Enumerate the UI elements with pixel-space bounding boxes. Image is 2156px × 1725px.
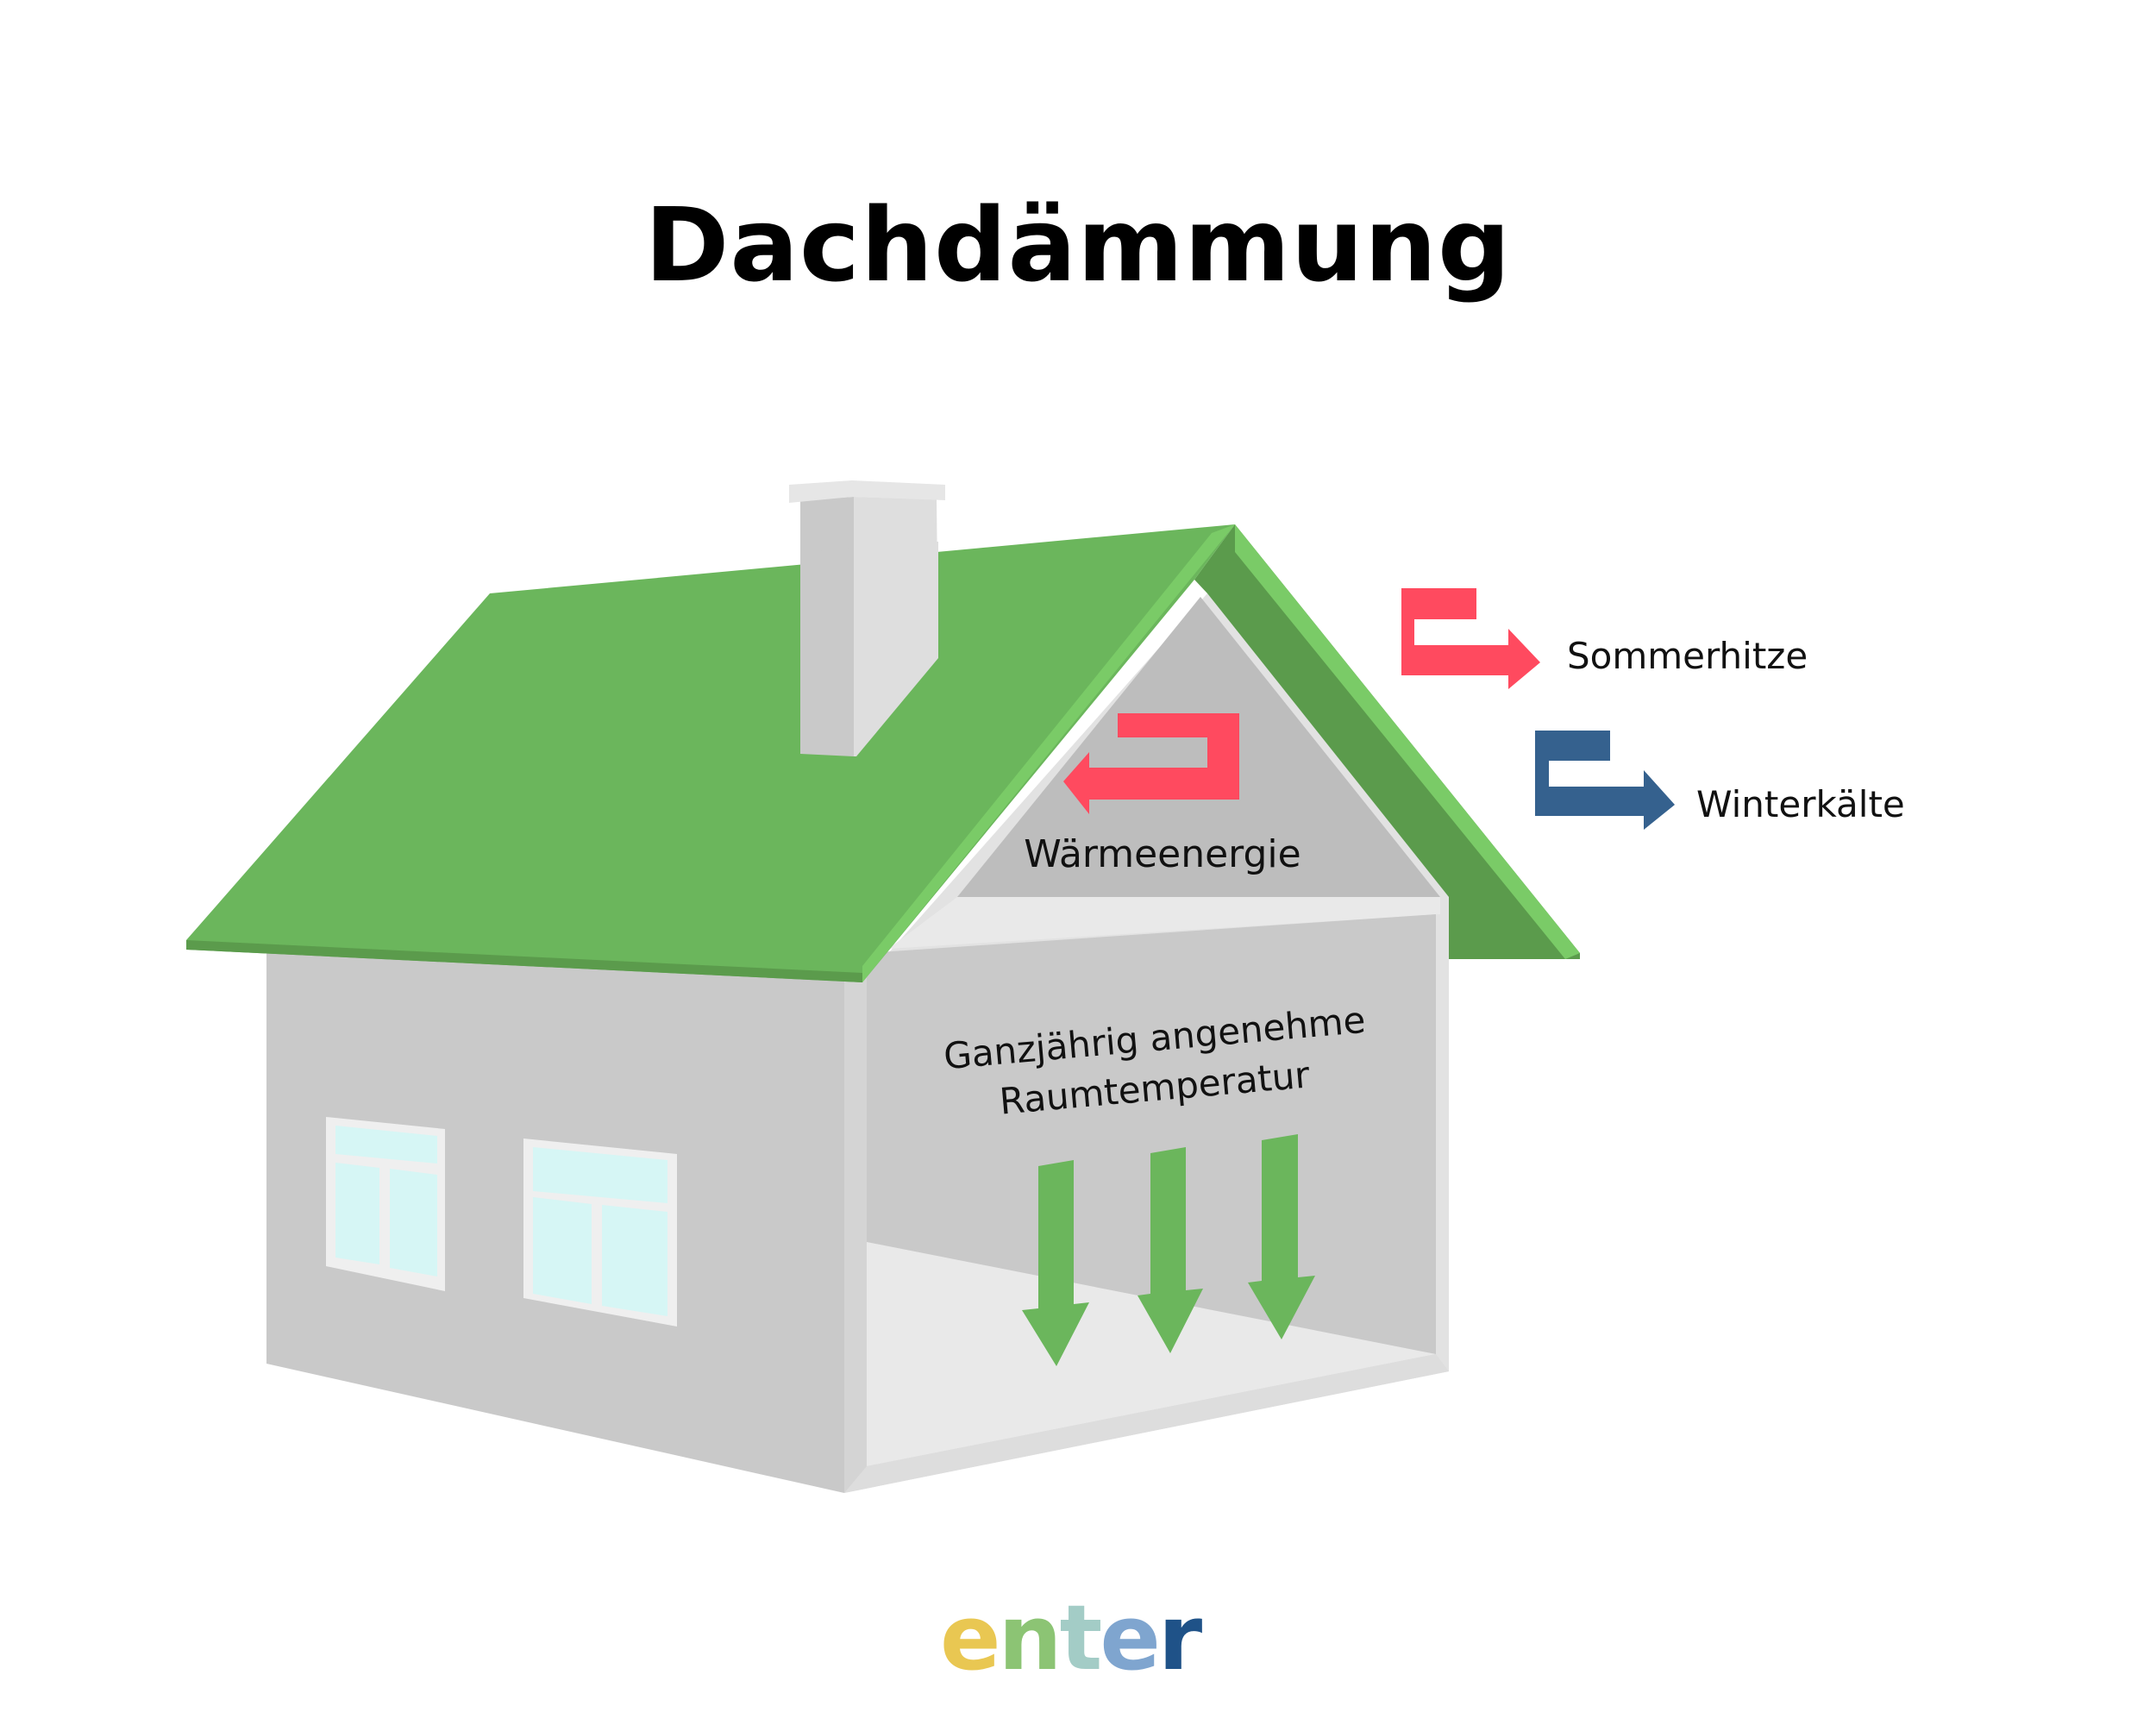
comfort-arrow-3 — [1248, 1134, 1315, 1339]
logo-letter-t: t — [1059, 1585, 1103, 1690]
room-floor-front — [844, 1354, 1449, 1493]
room-floor — [867, 1242, 1436, 1466]
chimney-front — [800, 548, 854, 756]
attic-label: Wärmeenergie — [1024, 832, 1300, 876]
logo-letter-n: n — [998, 1585, 1062, 1690]
page-title: Dachdämmung — [644, 185, 1512, 304]
window-right — [523, 1138, 677, 1327]
comfort-arrow-1 — [1022, 1160, 1089, 1366]
chimney-side — [854, 542, 938, 756]
roof-front — [186, 524, 1235, 982]
sommerhitze-arrow-icon — [1401, 588, 1540, 689]
logo-letter-r: r — [1157, 1585, 1202, 1690]
legend-winterkaelte-label: Winterkälte — [1696, 783, 1905, 825]
roof-front-edge — [186, 940, 862, 982]
window-left — [326, 1117, 445, 1291]
room-left-edge — [844, 953, 867, 1493]
comfort-arrow-2 — [1138, 1147, 1203, 1353]
heat-arrow-attic — [1063, 713, 1239, 814]
enter-logo: enter — [940, 1585, 1202, 1690]
winterkaelte-arrow-icon — [1535, 731, 1675, 830]
legend-sommerhitze-label: Sommerhitze — [1567, 635, 1808, 677]
attic-space — [957, 597, 1440, 897]
attic-floor-slab — [888, 897, 1440, 949]
logo-letter-e1: e — [940, 1585, 1001, 1690]
roof-right-edge — [1235, 524, 1580, 959]
roof-ridge-highlight — [862, 524, 1235, 982]
logo-letter-e2: e — [1100, 1585, 1161, 1690]
